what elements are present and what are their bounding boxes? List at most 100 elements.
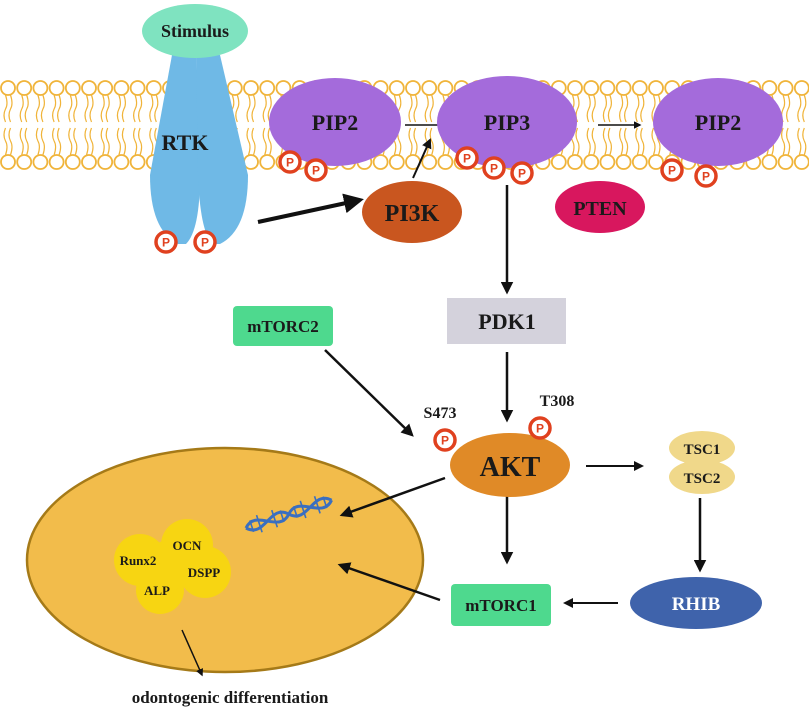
lipid-tail xyxy=(35,127,40,156)
lipid-tail xyxy=(635,127,640,156)
tsc1-node xyxy=(669,431,735,465)
lipid-head xyxy=(761,154,778,170)
lipid-tail xyxy=(52,94,57,123)
lipid-tail xyxy=(624,94,629,123)
arrow-pi3k-to-pip3 xyxy=(412,138,432,179)
rhib-node xyxy=(630,577,762,629)
lipid-tail xyxy=(100,127,105,156)
tsc2-node xyxy=(669,460,735,494)
lipid-head xyxy=(793,80,809,96)
lipid-tail xyxy=(40,94,45,123)
lipid-head xyxy=(129,80,146,96)
lipid-head xyxy=(648,80,664,96)
lipid-tail xyxy=(651,127,656,156)
lipid-tail xyxy=(73,94,78,123)
lipid-tail xyxy=(797,94,802,123)
lipid-tail xyxy=(84,127,89,156)
arrow-mtorc1-to-nucleus xyxy=(337,562,441,602)
phosphate-label: P xyxy=(463,152,471,166)
phosphate-label: P xyxy=(490,162,498,176)
lipid-tail xyxy=(68,127,73,156)
lipid-tail xyxy=(116,94,121,123)
arrow-rtk-to-pi3k xyxy=(257,193,364,224)
lipid-head xyxy=(631,80,648,96)
lipid-head xyxy=(81,154,97,170)
phosphate-label: P xyxy=(518,167,526,181)
pip3-node xyxy=(437,76,577,168)
lipid-tail xyxy=(802,127,807,156)
lipid-head xyxy=(113,154,130,170)
lipid-tail xyxy=(89,94,94,123)
lipid-tail xyxy=(251,94,256,123)
lipid-head xyxy=(388,154,405,170)
lipid-tail xyxy=(105,94,110,123)
lipid-head xyxy=(32,154,49,170)
lipid-tail xyxy=(138,127,143,156)
lipid-head xyxy=(259,80,276,96)
lipid-head xyxy=(793,154,809,170)
phosphate-label: P xyxy=(286,156,294,170)
lipid-tail xyxy=(68,94,73,123)
lipid-head xyxy=(583,80,600,96)
lipid-tail xyxy=(100,94,105,123)
lipid-head xyxy=(113,80,130,96)
phosphate-group xyxy=(660,158,684,182)
lipid-tail xyxy=(84,94,89,123)
rhib-label: RHIB xyxy=(672,594,721,615)
lipid-head xyxy=(599,80,616,96)
phosphate-group xyxy=(278,150,302,174)
pip3-label: PIP3 xyxy=(484,110,530,135)
lipid-head xyxy=(243,80,259,96)
lipid-tail xyxy=(57,127,62,156)
lipid-head xyxy=(372,154,389,170)
lipid-head xyxy=(226,80,243,96)
lipid-tail xyxy=(235,94,240,123)
lipid-head xyxy=(777,80,794,96)
akt-node xyxy=(450,433,570,497)
lipid-head xyxy=(64,80,81,96)
lipid-tail xyxy=(640,127,645,156)
lipid-tail xyxy=(149,94,154,123)
phosphate-label: P xyxy=(312,164,320,178)
alp-label: ALP xyxy=(144,583,170,598)
lipid-head xyxy=(48,154,65,170)
lipid-head xyxy=(777,154,794,170)
lipid-tail xyxy=(133,127,138,156)
lipid-tail xyxy=(786,127,791,156)
lipid-tail xyxy=(121,94,126,123)
target-gene-cluster xyxy=(114,519,231,614)
lipid-tail xyxy=(591,127,596,156)
pi3k-node xyxy=(362,181,462,243)
lipid-head xyxy=(599,154,616,170)
akt-label: AKT xyxy=(480,452,541,483)
lipid-tail xyxy=(105,127,110,156)
dna-icon xyxy=(244,496,333,533)
lipid-head xyxy=(16,80,33,96)
outcome-label: odontogenic differentiation xyxy=(132,688,329,707)
lipid-tail xyxy=(19,94,24,123)
phosphate-group xyxy=(528,416,552,440)
pdk1-node xyxy=(447,298,566,344)
arrow-akt-to-nucleus xyxy=(339,476,446,518)
tsc2-label: TSC2 xyxy=(684,471,721,487)
phosphate-group xyxy=(455,146,479,170)
phosphate-group xyxy=(482,156,506,180)
lipid-tail xyxy=(624,127,629,156)
rtk-right-chain xyxy=(196,55,248,244)
dspp-label: DSPP xyxy=(188,565,221,580)
lipid-tail xyxy=(246,127,251,156)
phosphate-group xyxy=(433,428,457,452)
lipid-tail xyxy=(19,127,24,156)
lipid-tail xyxy=(138,94,143,123)
lipid-tail xyxy=(429,127,434,156)
lipid-tail xyxy=(408,127,413,156)
lipid-tail xyxy=(424,94,429,123)
phosphate-label: P xyxy=(702,170,710,184)
lipid-head xyxy=(0,154,16,170)
lipid-tail xyxy=(73,127,78,156)
t308-label: T308 xyxy=(540,393,575,410)
lipid-tail xyxy=(154,94,159,123)
tsc1-label: TSC1 xyxy=(684,442,721,458)
runx2-label: Runx2 xyxy=(120,553,157,568)
lipid-tail xyxy=(133,94,138,123)
